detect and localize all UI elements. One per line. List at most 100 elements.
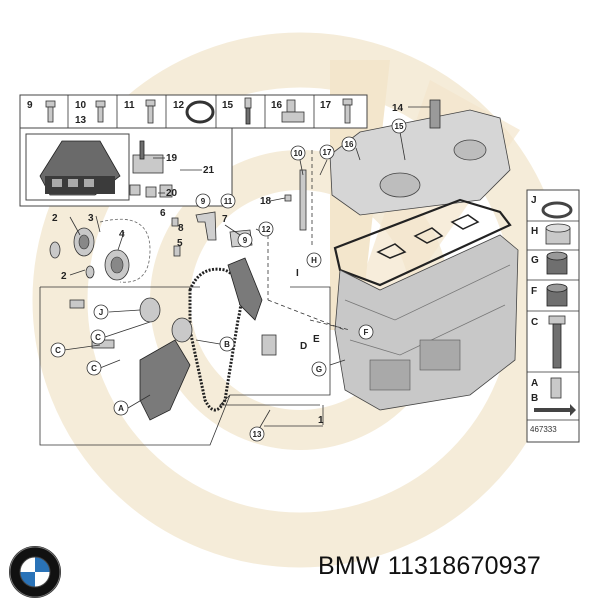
callout-2: 2: [52, 213, 58, 224]
header-label-12: 12: [173, 100, 185, 111]
svg-text:B: B: [224, 340, 230, 349]
part-number: 11318670937: [387, 552, 541, 580]
plug-icon: [546, 251, 568, 275]
toolkit-label-19: 19: [166, 153, 178, 164]
callout-circle-16: 16: [341, 136, 357, 152]
seal-ring-icon: [185, 100, 215, 124]
callout-2b: 2: [61, 271, 67, 282]
number-callouts: 14 2 3 4 5 6 2 8 7 18 1: [52, 103, 404, 426]
bushing-icon: [545, 223, 571, 245]
svg-text:A: A: [118, 404, 124, 413]
bolt-icon: [45, 100, 56, 123]
sensor-bracket-icon: [281, 99, 305, 123]
callout-circle-F: F: [358, 324, 374, 340]
circled-callouts: 15 16 17 10 9 11 12 9: [50, 118, 407, 442]
callout-circle-C2: C: [50, 342, 66, 358]
timing-frame: [39, 286, 331, 446]
callout-circle-11: 11: [220, 193, 236, 209]
callout-8: 8: [178, 223, 184, 234]
plug-icon: [546, 283, 568, 307]
svg-text:G: G: [316, 365, 322, 374]
svg-text:9: 9: [243, 236, 248, 245]
callout-1: 1: [318, 415, 324, 426]
callout-14: 14: [392, 103, 404, 114]
svg-text:13: 13: [253, 430, 262, 439]
svg-text:15: 15: [395, 122, 404, 131]
callout-circle-9b: 9: [237, 232, 253, 248]
bolt-icon: [95, 100, 106, 123]
arrow-icon: [534, 404, 576, 416]
callout-5: 5: [177, 238, 183, 249]
svg-text:C: C: [95, 333, 101, 342]
callout-circle-B: B: [219, 336, 235, 352]
right-label-G: G: [531, 255, 539, 266]
header-label-16: 16: [271, 100, 283, 111]
header-label-11: 11: [124, 100, 135, 111]
svg-text:J: J: [99, 308, 103, 317]
callout-circle-H: H: [306, 252, 322, 268]
right-label-F: F: [531, 286, 537, 297]
callout-I: I: [296, 268, 299, 279]
header-row: 9 10 13 11 12 15 16 17: [19, 94, 368, 129]
svg-text:F: F: [364, 328, 369, 337]
bolt-icon: [145, 99, 156, 124]
dowel-pin-icon: [550, 377, 562, 399]
callout-circle-17: 17: [319, 144, 335, 160]
svg-text:9: 9: [201, 197, 206, 206]
header-label-9: 9: [27, 100, 33, 111]
callout-circle-G: G: [311, 361, 327, 377]
callout-circle-10: 10: [290, 145, 306, 161]
svg-text:12: 12: [262, 225, 271, 234]
ring-icon: [541, 201, 573, 219]
right-label-A: A: [531, 378, 538, 389]
svg-text:I: I: [296, 268, 299, 279]
svg-text:D: D: [300, 341, 307, 352]
callout-18: 18: [260, 196, 272, 207]
callout-circle-9: 9: [195, 193, 211, 209]
toolkit-box: 19 21 20: [19, 127, 233, 207]
header-label-17: 17: [320, 100, 332, 111]
svg-text:C: C: [55, 346, 61, 355]
callout-4: 4: [119, 229, 125, 240]
callout-7: 7: [222, 214, 228, 225]
right-column: J H G F C A B 467333: [526, 189, 580, 443]
callout-circle-J: J: [93, 304, 109, 320]
toolkit-label-20: 20: [166, 188, 178, 199]
right-label-C: C: [531, 317, 538, 328]
svg-text:16: 16: [345, 140, 354, 149]
engine-block-illustration: [334, 234, 519, 411]
callout-circle-13: 13: [249, 426, 265, 442]
tool-parts-icon: [129, 140, 173, 198]
toolkit-label-21: 21: [203, 165, 215, 176]
svg-text:11: 11: [224, 197, 233, 206]
callout-6: 6: [160, 208, 166, 219]
leader-lines: [63, 106, 430, 435]
svg-text:17: 17: [323, 148, 332, 157]
tool-case-icon: [39, 140, 121, 196]
svg-text:H: H: [311, 256, 317, 265]
figure-number: 467333: [530, 425, 557, 434]
bolt-icon: [548, 315, 566, 369]
brand-name: BMW: [318, 552, 380, 580]
callout-circle-C1: C: [90, 329, 106, 345]
bolt-icon: [342, 98, 353, 124]
callout-3: 3: [88, 213, 94, 224]
bmw-logo: [9, 546, 61, 598]
right-label-J: J: [531, 195, 537, 206]
callout-circle-12: 12: [258, 221, 274, 237]
right-label-H: H: [531, 226, 538, 237]
callout-E: E: [313, 334, 320, 345]
header-label-15: 15: [222, 100, 234, 111]
right-label-B: B: [531, 393, 538, 404]
callout-D: D: [300, 341, 307, 352]
callout-circle-A: A: [113, 400, 129, 416]
svg-text:E: E: [313, 334, 320, 345]
svg-text:C: C: [91, 364, 97, 373]
callout-circle-15: 15: [391, 118, 407, 134]
header-label-13: 13: [75, 115, 87, 126]
svg-text:10: 10: [294, 149, 303, 158]
callout-circle-C3: C: [86, 360, 102, 376]
